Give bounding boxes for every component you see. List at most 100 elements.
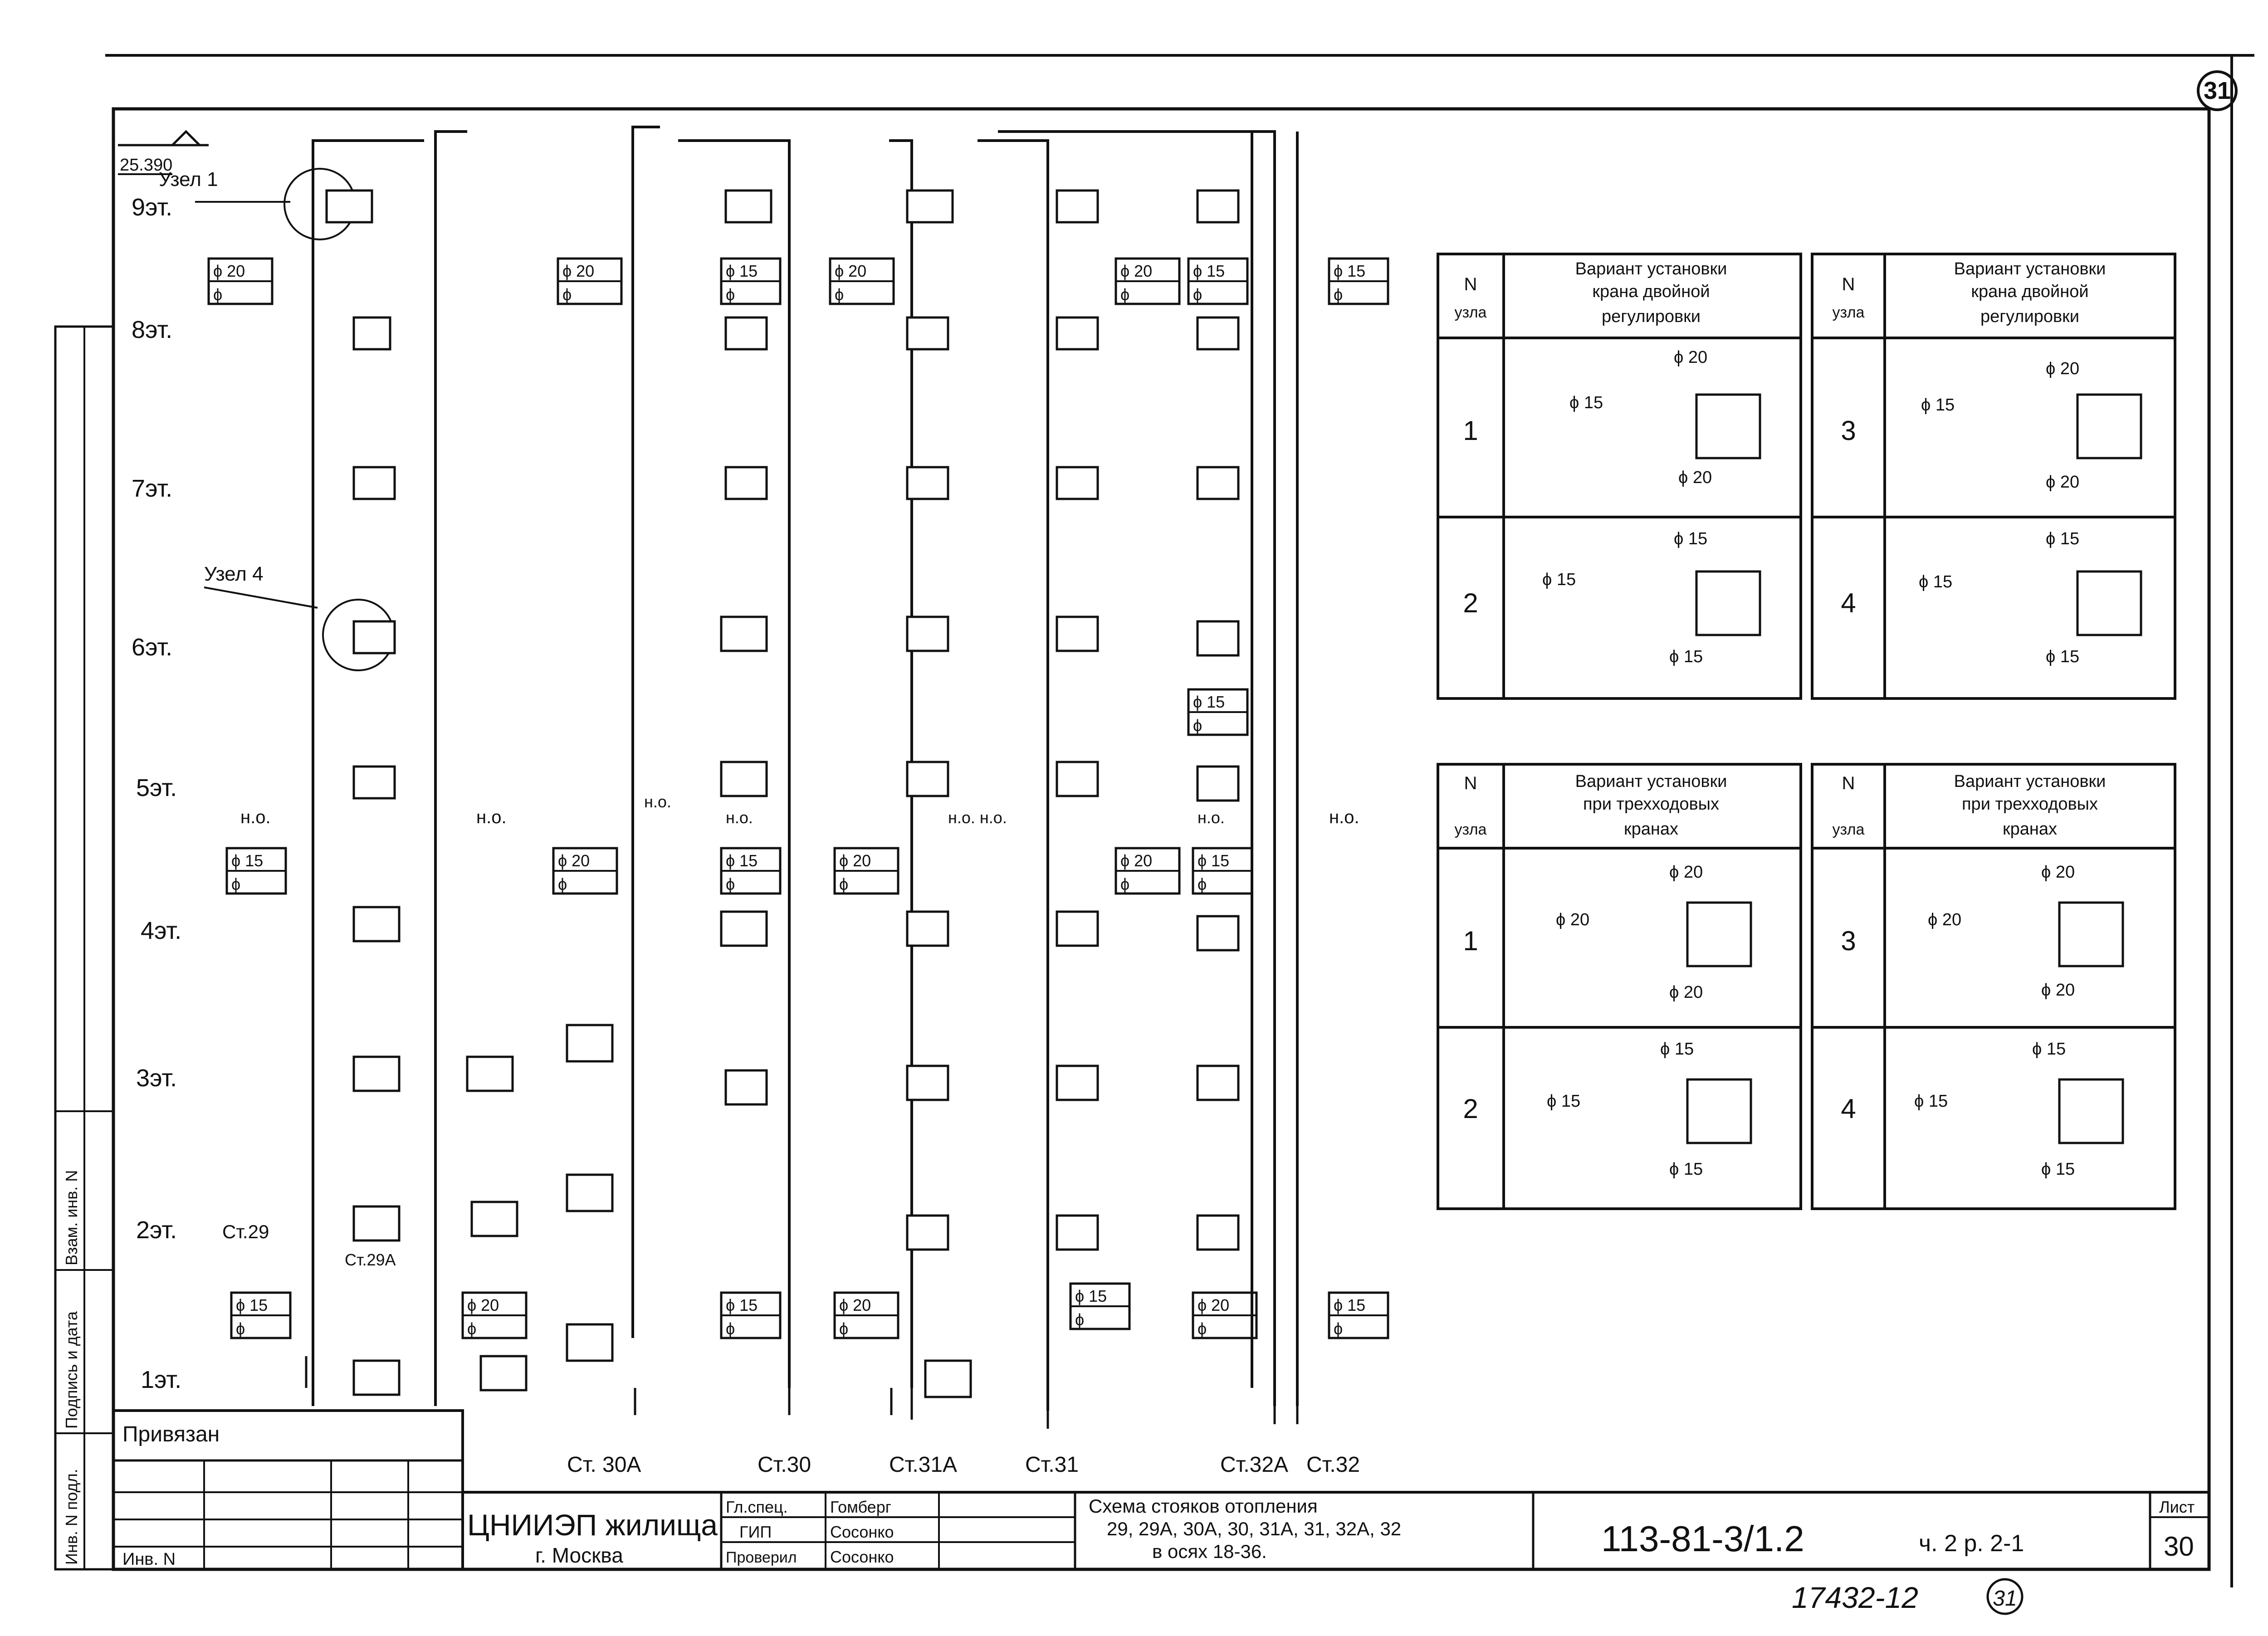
svg-text:ϕ: ϕ	[726, 1319, 735, 1338]
svg-text:ϕ: ϕ	[835, 285, 844, 304]
svg-text:Гл.спец.: Гл.спец.	[726, 1498, 788, 1516]
drawing-frame	[112, 107, 2211, 1571]
svg-text:2: 2	[1463, 1094, 1478, 1124]
title-line-1: Схема стояков отопления	[1089, 1495, 1318, 1517]
svg-text:ϕ 20: ϕ 20	[1120, 262, 1152, 280]
svg-text:ϕ 20: ϕ 20	[1120, 851, 1152, 870]
svg-text:н.о.: н.о.	[644, 792, 671, 811]
floor-1-label: 1эт.	[141, 1366, 181, 1393]
svg-text:ϕ 20: ϕ 20	[839, 851, 871, 870]
svg-text:ϕ 20: ϕ 20	[1556, 910, 1589, 929]
svg-text:Проверил: Проверил	[726, 1549, 797, 1566]
svg-text:1: 1	[1463, 926, 1478, 956]
svg-text:Вариант установки: Вариант установки	[1575, 772, 1727, 791]
part-label: ч. 2 р. 2-1	[1919, 1530, 2024, 1557]
svg-text:н.о.: н.о.	[476, 807, 507, 827]
svg-text:узла: узла	[1833, 304, 1865, 321]
svg-text:ϕ 20: ϕ 20	[562, 262, 594, 280]
svg-text:4: 4	[1841, 1094, 1856, 1124]
svg-text:ϕ 20: ϕ 20	[835, 262, 866, 280]
table-double-left: N узла Вариант установки крана двойной р…	[1437, 253, 1802, 700]
svg-text:N: N	[1464, 274, 1477, 294]
dia-box: ϕ 20ϕ	[1192, 1291, 1258, 1339]
floor-3-label: 3эт.	[136, 1065, 177, 1092]
svg-text:ϕ 15: ϕ 15	[1075, 1287, 1107, 1305]
svg-text:ϕ: ϕ	[1334, 1319, 1343, 1338]
svg-text:узла: узла	[1455, 304, 1487, 321]
sheet-number: 30	[2164, 1531, 2194, 1562]
svg-text:3: 3	[1841, 415, 1856, 446]
table-threeway-left: N узла Вариант установки при трехходовых…	[1437, 763, 1802, 1210]
title-line-3: в осях 18-36.	[1152, 1541, 1267, 1562]
svg-text:Вариант установки: Вариант установки	[1954, 772, 2106, 791]
svg-text:ϕ: ϕ	[1193, 285, 1202, 304]
svg-text:ϕ 15: ϕ 15	[1193, 693, 1225, 711]
dia-box: ϕ 15ϕ	[720, 847, 782, 895]
dia-box: ϕ 20 ϕ	[1114, 847, 1181, 895]
dia-box: ϕ 15ϕ	[230, 1291, 292, 1339]
dia-box: ϕ 15ϕ	[1187, 688, 1249, 736]
dia-box: ϕ 15ϕ	[1187, 257, 1249, 305]
svg-text:ϕ 15: ϕ 15	[1921, 396, 1955, 415]
svg-text:ϕ 15: ϕ 15	[1669, 1160, 1703, 1179]
svg-text:ϕ: ϕ	[1120, 875, 1129, 894]
svg-text:ϕ 20: ϕ 20	[2046, 359, 2079, 378]
svg-text:узла: узла	[1455, 821, 1487, 838]
svg-text:при трехходовых: при трехходовых	[1583, 795, 1719, 814]
svg-text:ϕ: ϕ	[231, 875, 240, 894]
riser-bottom-labels: Ст. 30А Ст.30 Ст.31А Ст.31 Ст.32А Ст.32	[567, 1453, 1360, 1477]
svg-text:Ст.30: Ст.30	[758, 1453, 811, 1477]
svg-text:регулировки: регулировки	[1980, 307, 2079, 326]
svg-text:ϕ: ϕ	[467, 1319, 476, 1338]
svg-text:ϕ 20: ϕ 20	[1928, 910, 1961, 929]
svg-text:ϕ 20: ϕ 20	[1674, 348, 1707, 367]
node-4-label: Узел 4	[204, 563, 264, 585]
floor-9-label: 9эт.	[132, 194, 172, 221]
svg-text:ϕ 20: ϕ 20	[2041, 863, 2075, 882]
svg-text:ϕ 15: ϕ 15	[726, 851, 758, 870]
svg-text:ϕ: ϕ	[1198, 1319, 1207, 1338]
svg-text:регулировки: регулировки	[1602, 307, 1701, 326]
svg-text:ϕ 20: ϕ 20	[2046, 473, 2079, 492]
elevation-marker: 25.390	[118, 130, 209, 175]
svg-text:ϕ: ϕ	[839, 1319, 848, 1338]
svg-text:4: 4	[1841, 588, 1856, 618]
svg-text:ϕ 15: ϕ 15	[1334, 262, 1365, 280]
svg-text:Гомберг: Гомберг	[830, 1498, 891, 1516]
svg-text:Вариант установки: Вариант установки	[1575, 259, 1727, 278]
dia-box: ϕ 15ϕ	[1328, 1291, 1389, 1339]
svg-text:ϕ 15: ϕ 15	[1919, 572, 1952, 591]
svg-text:1: 1	[1463, 415, 1478, 446]
dia-box: ϕ 15ϕ	[1192, 847, 1253, 895]
svg-text:ϕ 20: ϕ 20	[558, 851, 590, 870]
dia-box: ϕ 15ϕ	[1069, 1282, 1131, 1330]
floor-5-label: 5эт.	[136, 774, 177, 801]
dia-box: ϕ 20ϕ	[833, 1291, 899, 1339]
table-threeway-right: N узла Вариант установки при трехходовых…	[1811, 763, 2176, 1210]
dia-box: ϕ 15ϕ	[1328, 257, 1389, 305]
svg-text:узла: узла	[1833, 821, 1865, 838]
dia-box: ϕ 20 ϕ	[829, 257, 895, 305]
floor-7-label: 7эт.	[132, 475, 172, 502]
radiators	[325, 189, 1240, 1398]
svg-text:ϕ 15: ϕ 15	[726, 1296, 758, 1314]
dia-box: ϕ 15ϕ	[720, 257, 782, 305]
svg-text:ϕ: ϕ	[726, 285, 735, 304]
svg-text:Ст. 30А: Ст. 30А	[567, 1453, 641, 1477]
node-callouts: Узел 1 Узел 4	[159, 168, 395, 671]
stamp-bottom: 17432-12	[1792, 1581, 1918, 1614]
svg-text:ГИП: ГИП	[739, 1523, 772, 1541]
svg-text:ϕ: ϕ	[562, 285, 572, 304]
svg-text:н.о.: н.о.	[1198, 808, 1225, 827]
svg-text:ϕ 20: ϕ 20	[213, 262, 245, 280]
svg-text:ϕ: ϕ	[213, 285, 222, 304]
floor-4-label: 4эт.	[141, 917, 181, 944]
diameter-boxes: ϕ 20ϕ ϕ 20ϕ ϕ 15ϕ ϕ 20ϕ ϕ 20ϕ ϕ 15ϕ ϕ 15…	[207, 257, 1389, 1339]
svg-text:ϕ 20: ϕ 20	[1678, 468, 1712, 487]
svg-text:ϕ 15: ϕ 15	[1660, 1040, 1694, 1059]
svg-text:при трехходовых: при трехходовых	[1962, 795, 2098, 814]
svg-text:ϕ 15: ϕ 15	[1542, 570, 1576, 589]
svg-text:Ст.32А: Ст.32А	[1220, 1453, 1288, 1477]
svg-text:N: N	[1464, 773, 1477, 793]
svg-text:ϕ 15: ϕ 15	[2046, 529, 2079, 548]
